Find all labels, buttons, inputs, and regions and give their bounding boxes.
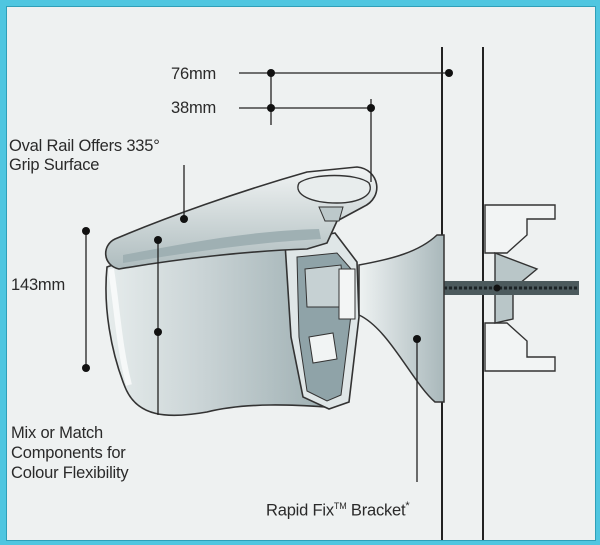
bracket-callout: Rapid FixTM Bracket* [266,497,410,521]
wall-anchor [484,204,556,372]
mix-match-callout: Mix or Match Components for Colour Flexi… [11,423,129,483]
mix-match-callout-line-3: Colour Flexibility [11,464,129,482]
dimension-143mm: 143mm [11,276,66,294]
oval-rail-callout: Oval Rail Offers 335° Grip Surface [9,137,160,175]
rapid-fix-bracket [358,234,445,403]
dimension-38mm: 38mm [171,99,217,117]
bracket-name: Rapid Fix [266,501,334,520]
bracket-word: Bracket [346,501,406,520]
dimension-dots [82,69,453,372]
oval-rail-callout-line-2: Grip Surface [9,156,100,174]
diagram-frame: 76mm 38mm 143mm Oval Rail Offers 335° Gr… [6,6,596,541]
mix-match-callout-line-1: Mix or Match [11,424,104,442]
handrail-body [105,232,360,417]
bracket-trademark: TM [333,501,347,511]
dimension-lines [85,72,449,482]
bracket-note-mark: * [405,500,410,512]
dimension-76mm: 76mm [171,65,217,83]
handrail-diagram [82,47,579,540]
mix-match-callout-line-2: Components for [11,444,126,462]
oval-rail-callout-line-1: Oval Rail Offers 335° [9,137,160,155]
oval-rail [104,166,378,270]
